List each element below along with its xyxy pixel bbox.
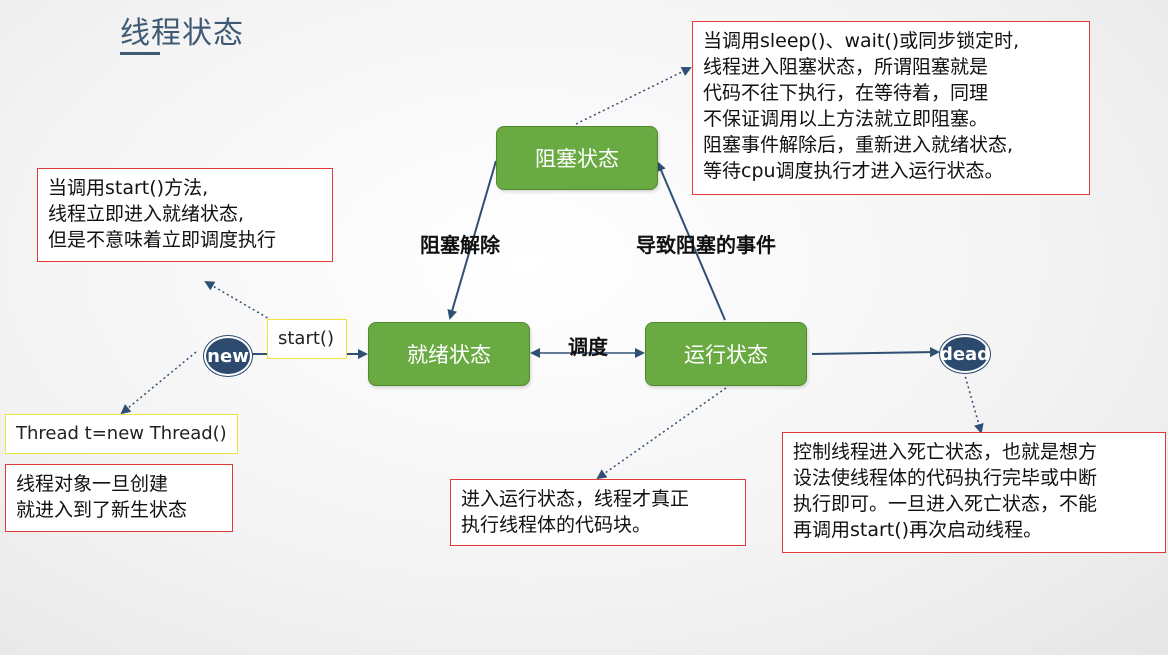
note-line: 线程进入阻塞状态，所谓阻塞就是 [703, 56, 989, 78]
note-line: 再调用start()再次启动线程。 [793, 519, 1043, 541]
note-line: 执行即可。一旦进入死亡状态，不能 [793, 493, 1098, 515]
node-dead: dead [940, 335, 990, 373]
pointer-running-note [596, 387, 727, 480]
code-new-thread: Thread t=new Thread() [5, 414, 238, 454]
arrow-running-to-blocked [656, 161, 726, 321]
note-line: 当调用sleep()、wait()或同步锁定时, [703, 30, 1020, 52]
note-new: 线程对象一旦创建 就进入到了新生状态 [5, 464, 233, 532]
note-start: 当调用start()方法, 线程立即进入就绪状态, 但是不意味着立即调度执行 [37, 168, 333, 262]
state-ready: 就绪状态 [368, 322, 530, 386]
node-new: new [204, 336, 252, 376]
note-line: 线程对象一旦创建 [16, 473, 169, 495]
note-line: 进入运行状态，线程才真正 [461, 488, 690, 510]
note-blocked: 当调用sleep()、wait()或同步锁定时, 线程进入阻塞状态，所谓阻塞就是… [692, 21, 1090, 195]
arrow-running-to-dead [811, 347, 940, 358]
note-line: 线程立即进入就绪状态, [48, 203, 245, 225]
note-running: 进入运行状态，线程才真正 执行线程体的代码块。 [450, 479, 746, 546]
note-line: 当调用start()方法, [48, 177, 209, 199]
code-start: start() [267, 319, 347, 359]
state-running: 运行状态 [645, 322, 807, 386]
note-dead: 控制线程进入死亡状态，也就是想方 设法使线程体的代码执行完毕或中断 执行即可。一… [782, 432, 1166, 553]
label-unblock: 阻塞解除 [420, 233, 500, 257]
note-line: 设法使线程体的代码执行完毕或中断 [793, 467, 1098, 489]
note-line: 但是不意味着立即调度执行 [48, 229, 277, 251]
note-line: 控制线程进入死亡状态，也就是想方 [793, 441, 1098, 463]
note-line: 就进入到了新生状态 [16, 499, 188, 521]
label-block-event: 导致阻塞的事件 [636, 233, 776, 257]
note-line: 执行线程体的代码块。 [461, 514, 652, 536]
note-line: 阻塞事件解除后，重新进入就绪状态, [703, 134, 1014, 156]
state-blocked: 阻塞状态 [496, 126, 658, 190]
pointer-new-code [120, 351, 197, 415]
title-underline [120, 52, 160, 55]
arrow-blocked-to-ready [447, 160, 497, 320]
page-title: 线程状态 [120, 16, 244, 51]
note-line: 代码不往下执行，在等待着，同理 [703, 82, 989, 104]
note-line: 不保证调用以上方法就立即阻塞。 [703, 108, 989, 130]
pointer-blocked-note [575, 67, 692, 125]
label-schedule: 调度 [568, 335, 608, 359]
pointer-start-note [204, 280, 303, 339]
pointer-dead-note [963, 371, 984, 434]
note-line: 等待cpu调度执行才进入运行状态。 [703, 160, 1004, 182]
